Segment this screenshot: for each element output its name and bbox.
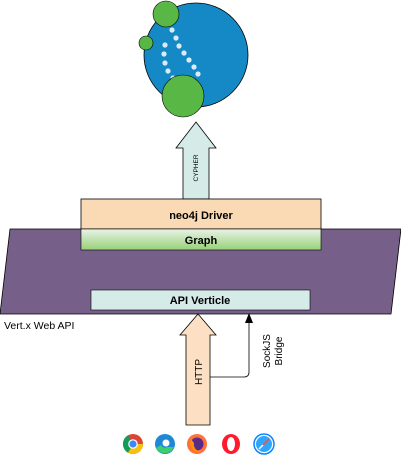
cypher-label: CYPHER	[193, 154, 200, 181]
chrome-icon	[123, 434, 143, 454]
safari-icon	[253, 433, 275, 455]
edge-icon	[155, 434, 175, 454]
sockjs-label-line2: Bridge	[274, 336, 285, 365]
platform-label: Vert.x Web API	[4, 320, 74, 332]
api-verticle-box: API Verticle	[90, 289, 311, 311]
graph-box: Graph	[80, 228, 322, 251]
api-verticle-label: API Verticle	[170, 295, 231, 307]
cypher-arrow: CYPHER	[175, 121, 217, 200]
sockjs-bridge-connector: SockJS Bridge	[210, 313, 285, 378]
http-arrow: HTTP	[179, 313, 217, 426]
http-label: HTTP	[194, 359, 205, 385]
sockjs-label-line1: SockJS	[262, 334, 273, 368]
neo4j-logo-icon	[138, 0, 249, 118]
graph-label: Graph	[185, 235, 218, 247]
opera-icon	[222, 434, 240, 454]
neo4j-driver-box: neo4j Driver	[80, 198, 322, 230]
driver-label: neo4j Driver	[169, 210, 233, 222]
firefox-icon	[187, 434, 207, 454]
